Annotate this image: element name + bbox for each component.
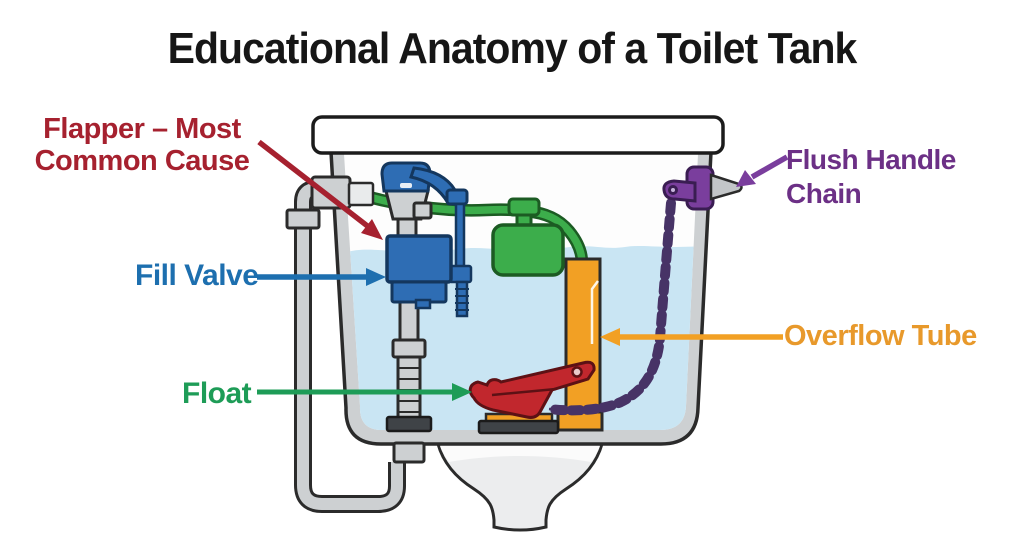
tank-lid <box>311 115 725 155</box>
fill-valve-arrow <box>257 268 386 286</box>
fill-valve-assembly <box>380 161 473 464</box>
valve-body-nub <box>414 298 432 310</box>
label-flapper-line2: Common Cause <box>34 145 250 178</box>
overflow-tube-highlight <box>590 280 599 344</box>
flush-handle <box>662 165 743 211</box>
arm-pivot <box>445 188 469 206</box>
valve-cap-slot <box>400 183 412 188</box>
flapper-arrowhead <box>361 219 383 240</box>
float-cup <box>491 197 565 277</box>
float-body <box>491 223 565 277</box>
label-float: Float <box>182 377 252 410</box>
valve-side-nut <box>412 201 433 220</box>
screw-threads <box>455 288 469 311</box>
label-flush-handle-chain: Flush Handle Chain <box>786 143 956 210</box>
hose-tee <box>507 197 541 217</box>
wall-fitting-block <box>310 175 352 210</box>
label-overflow-tube: Overflow Tube <box>784 320 977 352</box>
overflow-tube <box>556 257 604 432</box>
handle-chain-hole-inner <box>671 188 675 192</box>
valve-body <box>385 234 453 284</box>
adjustment-rod <box>454 202 466 270</box>
bowl-rim-highlight <box>440 446 600 462</box>
handle-lever <box>709 173 743 201</box>
label-flapper: Flapper – Most Common Cause <box>18 113 266 178</box>
adjustment-screw <box>455 280 469 318</box>
valve-base <box>477 419 560 435</box>
label-flush-line2: Chain <box>786 177 862 209</box>
overflow-arrowhead <box>600 328 620 346</box>
flapper-ridge <box>491 387 557 397</box>
bowl-outline <box>436 442 604 532</box>
water-supply-pipe <box>285 180 406 513</box>
float-arrow <box>257 383 472 401</box>
label-flapper-line1: Flapper – Most <box>43 113 241 145</box>
toilet-bowl <box>436 442 604 532</box>
valve-shaft-ribbed <box>396 355 422 421</box>
overflow-arrow <box>600 328 783 346</box>
flapper-body <box>468 360 596 419</box>
flush-arrowhead <box>736 170 756 187</box>
supply-coupling-nut <box>392 441 426 464</box>
flush-handle-arrow <box>736 154 789 187</box>
flapper <box>468 360 596 419</box>
wall-fitting-inner <box>347 181 375 207</box>
lift-chain <box>544 198 676 416</box>
callout-arrows <box>257 139 789 401</box>
tank-wall-fitting <box>310 175 375 210</box>
flush-arrow-shaft <box>750 154 789 180</box>
supply-pipe-nut <box>285 208 321 230</box>
supply-pipe <box>297 183 403 510</box>
tank-bottom-flange <box>385 415 433 433</box>
flapper-arrow <box>257 139 383 240</box>
chain-links <box>544 198 676 416</box>
label-flush-line1: Flush Handle <box>786 144 956 175</box>
flush-valve-seat <box>477 412 560 435</box>
valve-shaft-nut <box>391 338 427 359</box>
flapper-arrow-shaft <box>257 139 372 231</box>
float-arrowhead <box>452 383 472 401</box>
label-fill-valve: Fill Valve <box>135 259 259 292</box>
fill-valve-arrowhead <box>366 268 386 286</box>
diagram-title: Educational Anatomy of a Toilet Tank <box>167 24 858 73</box>
flapper-chain-hole <box>571 366 583 378</box>
